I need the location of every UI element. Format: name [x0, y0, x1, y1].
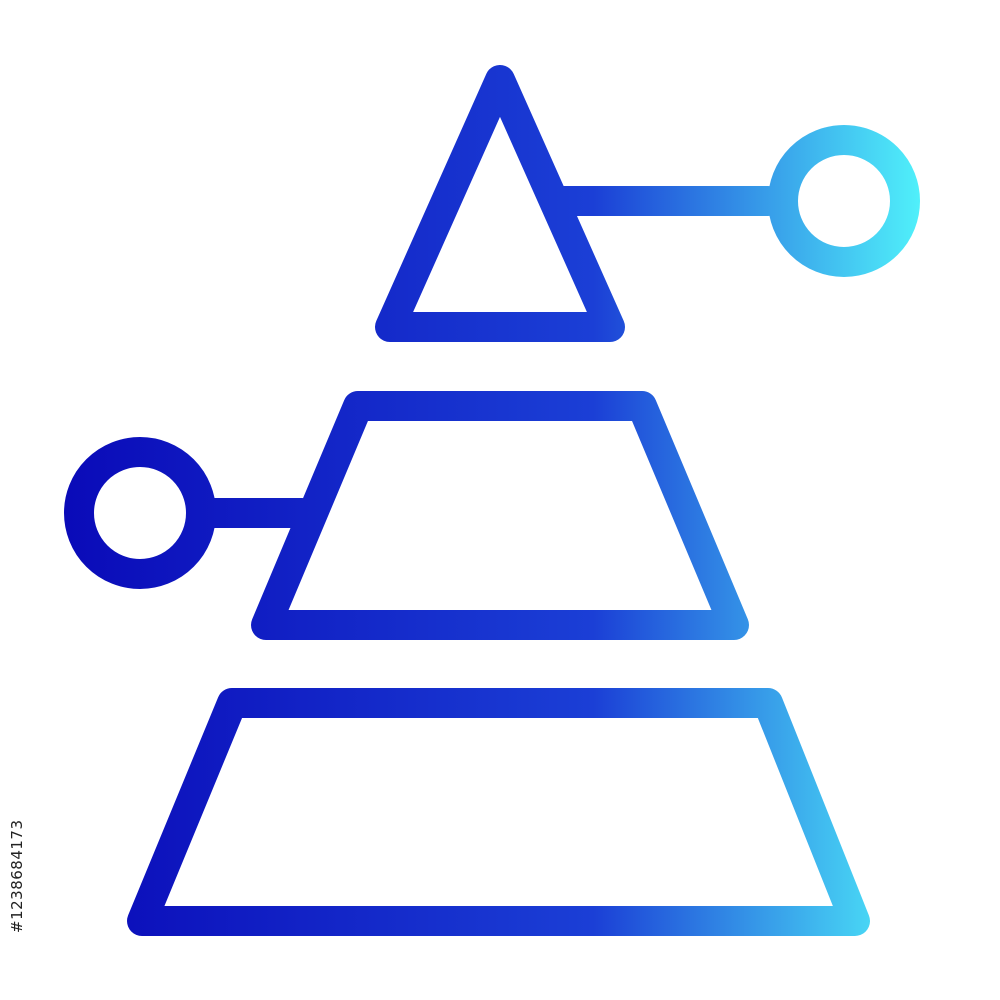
middle-marker-circle [64, 437, 216, 589]
pyramid-bottom-trapezoid [127, 688, 870, 936]
pyramid-middle-trapezoid [251, 391, 749, 640]
stock-id-label: #1238684173 [8, 819, 26, 933]
top-marker-circle [768, 125, 920, 277]
